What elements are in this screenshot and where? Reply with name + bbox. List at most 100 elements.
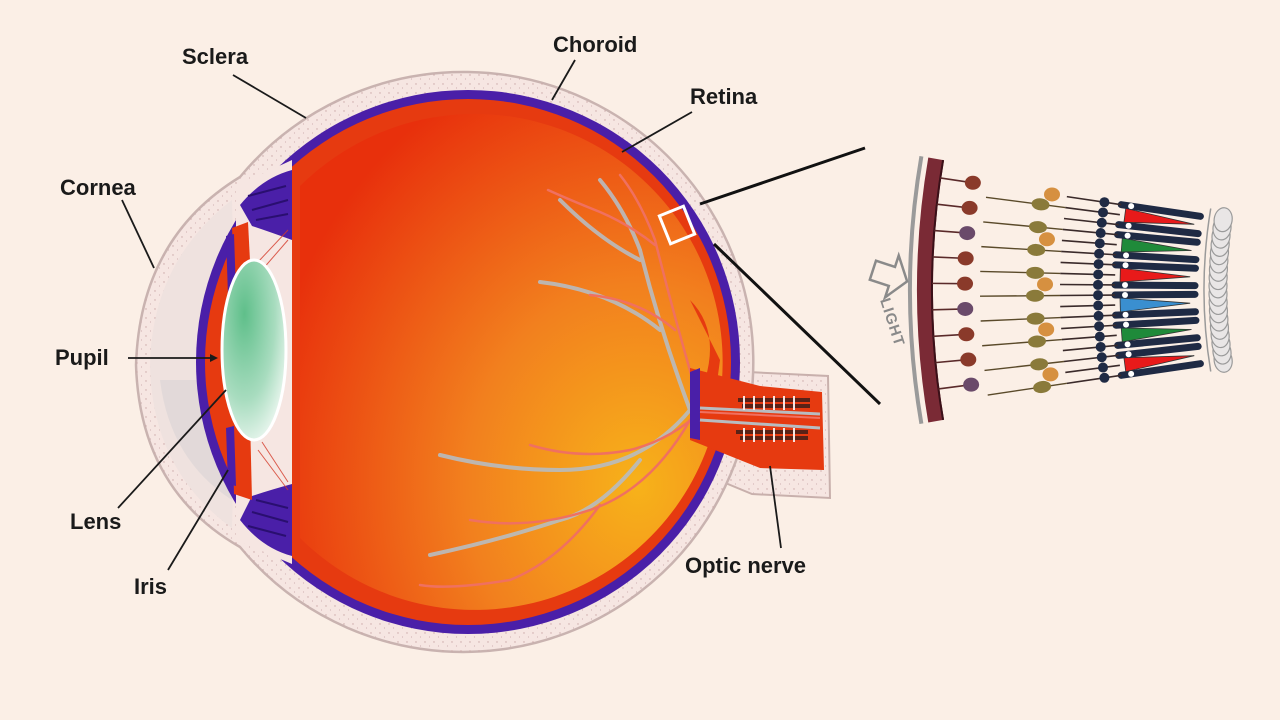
photoreceptor-axon: [1061, 239, 1117, 246]
bipolar-cell: [1026, 312, 1045, 325]
ciliary-body-bottom: [240, 484, 292, 556]
photoreceptor-nucleus: [1099, 372, 1110, 383]
photoreceptor-nucleus: [1096, 217, 1107, 228]
bipolar-cell: [1026, 289, 1045, 302]
photoreceptor-axon: [1063, 354, 1119, 363]
ganglion-cell: [963, 377, 980, 392]
detail-callout-box: [657, 204, 697, 246]
ganglion-cell: [957, 251, 974, 266]
photoreceptor-nucleus: [1096, 352, 1107, 363]
photoreceptor-nucleus: [1094, 321, 1105, 332]
photoreceptor-axon: [1066, 195, 1122, 206]
pigment-cell: [1213, 207, 1233, 233]
photoreceptor-nucleus: [1094, 331, 1105, 342]
rod-cell: [1117, 201, 1204, 220]
rod-cell: [1114, 334, 1201, 349]
photoreceptor-axon: [1060, 304, 1116, 308]
rod-segment: [1124, 341, 1131, 348]
rod-cell: [1115, 342, 1202, 359]
photoreceptor-nucleus: [1095, 228, 1106, 239]
cone-cell: [1119, 297, 1191, 313]
bipolar-dendrite: [984, 360, 1065, 372]
ganglion-cell: [958, 327, 975, 342]
horizontal-cell: [1044, 187, 1061, 202]
bipolar-cell: [1029, 221, 1047, 234]
ganglion-cell: [960, 352, 977, 367]
bipolar-dendrite: [982, 338, 1062, 347]
rod-segment: [1125, 222, 1132, 229]
rod-cell: [1111, 281, 1199, 290]
photoreceptor-nucleus: [1098, 362, 1109, 373]
photoreceptor-axon: [1060, 261, 1116, 266]
rod-segment: [1122, 262, 1129, 269]
photoreceptor-axon: [1061, 250, 1117, 256]
photoreceptor-axon: [1066, 374, 1122, 385]
nerve-fiber-layer: [917, 157, 945, 423]
bipolar-dendrite: [980, 294, 1061, 297]
rod-segment: [1128, 370, 1135, 377]
bipolar-dendrite: [980, 270, 1061, 275]
cone-cell: [1120, 237, 1192, 253]
retinal-vessels: [418, 173, 702, 588]
rod-cell: [1111, 290, 1199, 299]
photoreceptor-axon: [1062, 344, 1118, 352]
photoreceptor-nucleus: [1094, 248, 1105, 259]
lens: [220, 258, 288, 442]
photoreceptor-axon: [1060, 272, 1116, 276]
callout-line-bottom: [712, 242, 882, 406]
bipolar-cell: [1030, 358, 1049, 371]
ganglion-cell: [957, 276, 974, 291]
photoreceptor-nucleus: [1098, 207, 1109, 218]
cone-cell: [1119, 267, 1191, 283]
rod-segment: [1122, 311, 1129, 318]
cone-cell: [1120, 327, 1192, 343]
bipolar-cell: [1031, 198, 1050, 211]
rod-segment: [1128, 203, 1135, 210]
ganglion-cell: [957, 301, 974, 316]
label-retina: Retina: [690, 84, 758, 109]
callout-line-top: [699, 146, 866, 206]
photoreceptor-nucleus: [1093, 269, 1104, 280]
bipolar-dendrite: [981, 245, 1062, 253]
photoreceptor-nucleus: [1093, 279, 1104, 290]
bipolar-cell: [1028, 335, 1046, 348]
rod-cell: [1112, 251, 1200, 264]
rod-cell: [1117, 360, 1204, 379]
photoreceptor-axon: [1065, 206, 1120, 216]
photoreceptor-axon: [1063, 217, 1119, 226]
ganglion-cell: [964, 175, 981, 190]
nerve-fiber-line: [931, 159, 945, 421]
label-lens: Lens: [70, 509, 122, 534]
rod-segment: [1123, 321, 1130, 328]
photoreceptor-axon: [1065, 364, 1120, 374]
photoreceptor-nucleus: [1093, 300, 1104, 311]
photoreceptor-axon: [1061, 334, 1117, 341]
bipolar-dendrite: [987, 382, 1067, 396]
rod-segment: [1125, 351, 1132, 358]
bipolar-cell: [1026, 266, 1045, 279]
photoreceptor-nucleus: [1094, 238, 1105, 249]
bipolar-cell: [1033, 380, 1052, 394]
label-choroid: Choroid: [553, 32, 638, 57]
rod-cell: [1112, 261, 1199, 272]
light-label: LIGHT: [876, 296, 908, 349]
rod-segment: [1124, 232, 1131, 239]
bipolar-dendrite: [980, 316, 1061, 322]
label-pupil: Pupil: [55, 345, 109, 370]
zonule-fibers: [257, 229, 289, 491]
ciliary-body-top: [240, 170, 292, 240]
rod-cell: [1112, 308, 1199, 319]
ganglion-cell: [959, 226, 976, 241]
bipolar-dendrite: [985, 196, 1066, 209]
label-iris: Iris: [134, 574, 168, 599]
label-leaders: [117, 59, 782, 571]
cone-cell: [1123, 355, 1195, 373]
light-arrow: [868, 251, 909, 301]
photoreceptor-axon: [1061, 324, 1117, 330]
photoreceptor-nucleus: [1093, 310, 1104, 321]
rod-cell: [1115, 221, 1202, 238]
horizontal-cell: [1038, 232, 1055, 247]
rod-cell: [1114, 231, 1201, 246]
